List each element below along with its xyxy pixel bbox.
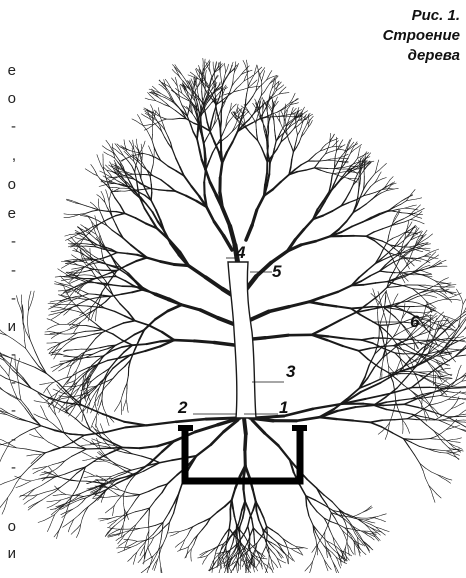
label-6-overgrowing-branches: 6 bbox=[410, 312, 419, 332]
caption-title-line-1: Строение bbox=[383, 26, 460, 46]
label-2-graft-site: 2 bbox=[178, 398, 187, 418]
side-text-fragment: е bbox=[0, 205, 16, 222]
side-text-fragment: - bbox=[0, 346, 16, 363]
side-text-fragment: е bbox=[0, 62, 16, 79]
caption-title-line-2: дерева bbox=[383, 46, 460, 66]
caption-figure-number: Рис. 1. bbox=[383, 6, 460, 26]
side-text-fragment: о bbox=[0, 176, 16, 193]
label-5-skeletal-branch: 5 bbox=[272, 262, 281, 282]
side-text-fragment: - bbox=[0, 402, 16, 419]
side-text-fragment: о bbox=[0, 518, 16, 535]
label-4-central-leader: 4 bbox=[236, 243, 245, 263]
side-text-fragment: - bbox=[0, 374, 16, 391]
side-text-fragment: - bbox=[0, 459, 16, 476]
side-text-fragment: - bbox=[0, 233, 16, 250]
side-text-fragment: , bbox=[0, 147, 16, 164]
figure-caption: Рис. 1. Строение дерева bbox=[383, 6, 460, 66]
side-text-fragment: и bbox=[0, 545, 16, 562]
side-text-fragment: - bbox=[0, 290, 16, 307]
side-text-fragment: - bbox=[0, 431, 16, 448]
side-text-fragment: - bbox=[0, 118, 16, 135]
label-3-trunk: 3 bbox=[286, 362, 295, 382]
side-text-fragment: о bbox=[0, 90, 16, 107]
side-text-fragment: и bbox=[0, 318, 16, 335]
side-text-fragment: - bbox=[0, 262, 16, 279]
label-1-root-collar: 1 bbox=[279, 398, 288, 418]
